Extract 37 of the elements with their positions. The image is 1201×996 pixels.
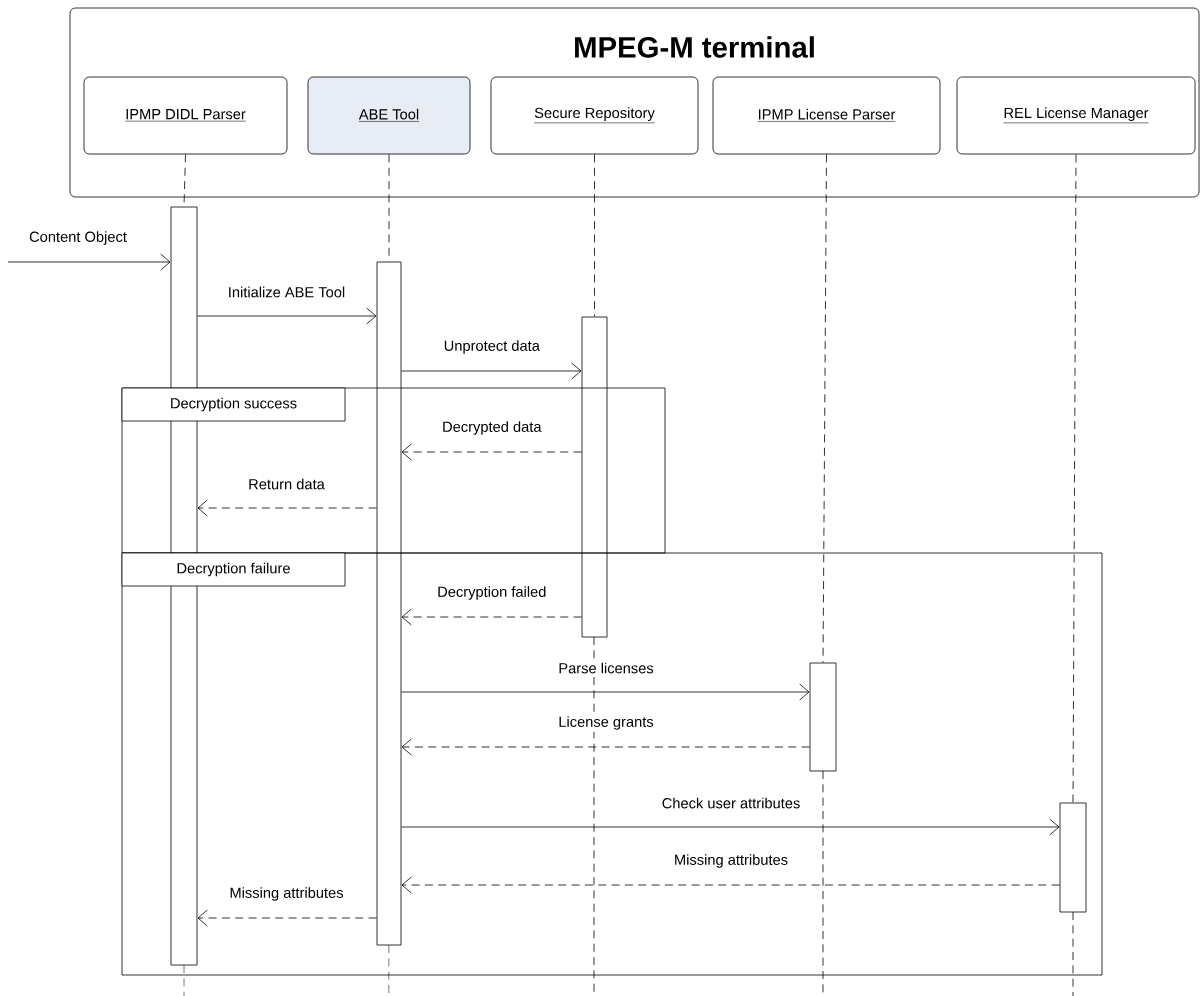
edge-label: Check user attributes [659, 795, 803, 811]
fragment-label: Decryption success [121, 387, 346, 422]
message-arrow [401, 362, 582, 380]
message-arrow [401, 683, 810, 701]
lifeline-head: Secure Repository [490, 76, 699, 155]
lifeline [388, 154, 390, 262]
message-arrow [401, 876, 1060, 894]
message-arrow [401, 738, 810, 756]
edge-label: Unprotect data [441, 338, 542, 356]
edge-label: Content Object [27, 229, 129, 247]
edge-label: Initialize ABE Tool [225, 284, 348, 300]
lifeline [1072, 154, 1077, 803]
edge-label: Decrypted data [440, 419, 544, 437]
lifeline-head: REL License Manager [956, 76, 1196, 155]
edge-label: Return data [246, 476, 327, 492]
message-arrow [197, 307, 377, 325]
edge-label: License grants [556, 714, 656, 732]
message-arrow [401, 608, 582, 626]
lifeline-head: ABE Tool [307, 76, 471, 155]
fragment-label: Decryption failure [121, 552, 346, 587]
message-arrow [197, 499, 377, 517]
activation-bar [376, 261, 402, 946]
message-arrow [7, 253, 171, 271]
edge-label: Missing attributes [671, 852, 791, 870]
message-arrow [197, 909, 377, 927]
lifeline [594, 154, 595, 317]
activation-bar [1059, 802, 1087, 913]
edge-label: Missing attributes [227, 885, 346, 903]
lifeline-head: IPMP License Parser [712, 76, 941, 155]
lifeline [822, 154, 827, 663]
activation-bar [809, 662, 837, 772]
edge-label: Parse licenses [556, 660, 656, 676]
message-arrow [401, 443, 582, 461]
edge-label: Decryption failed [435, 584, 549, 602]
lifeline-head: IPMP DIDL Parser [83, 76, 288, 155]
activation-bar [581, 316, 608, 638]
message-arrow [401, 818, 1060, 836]
